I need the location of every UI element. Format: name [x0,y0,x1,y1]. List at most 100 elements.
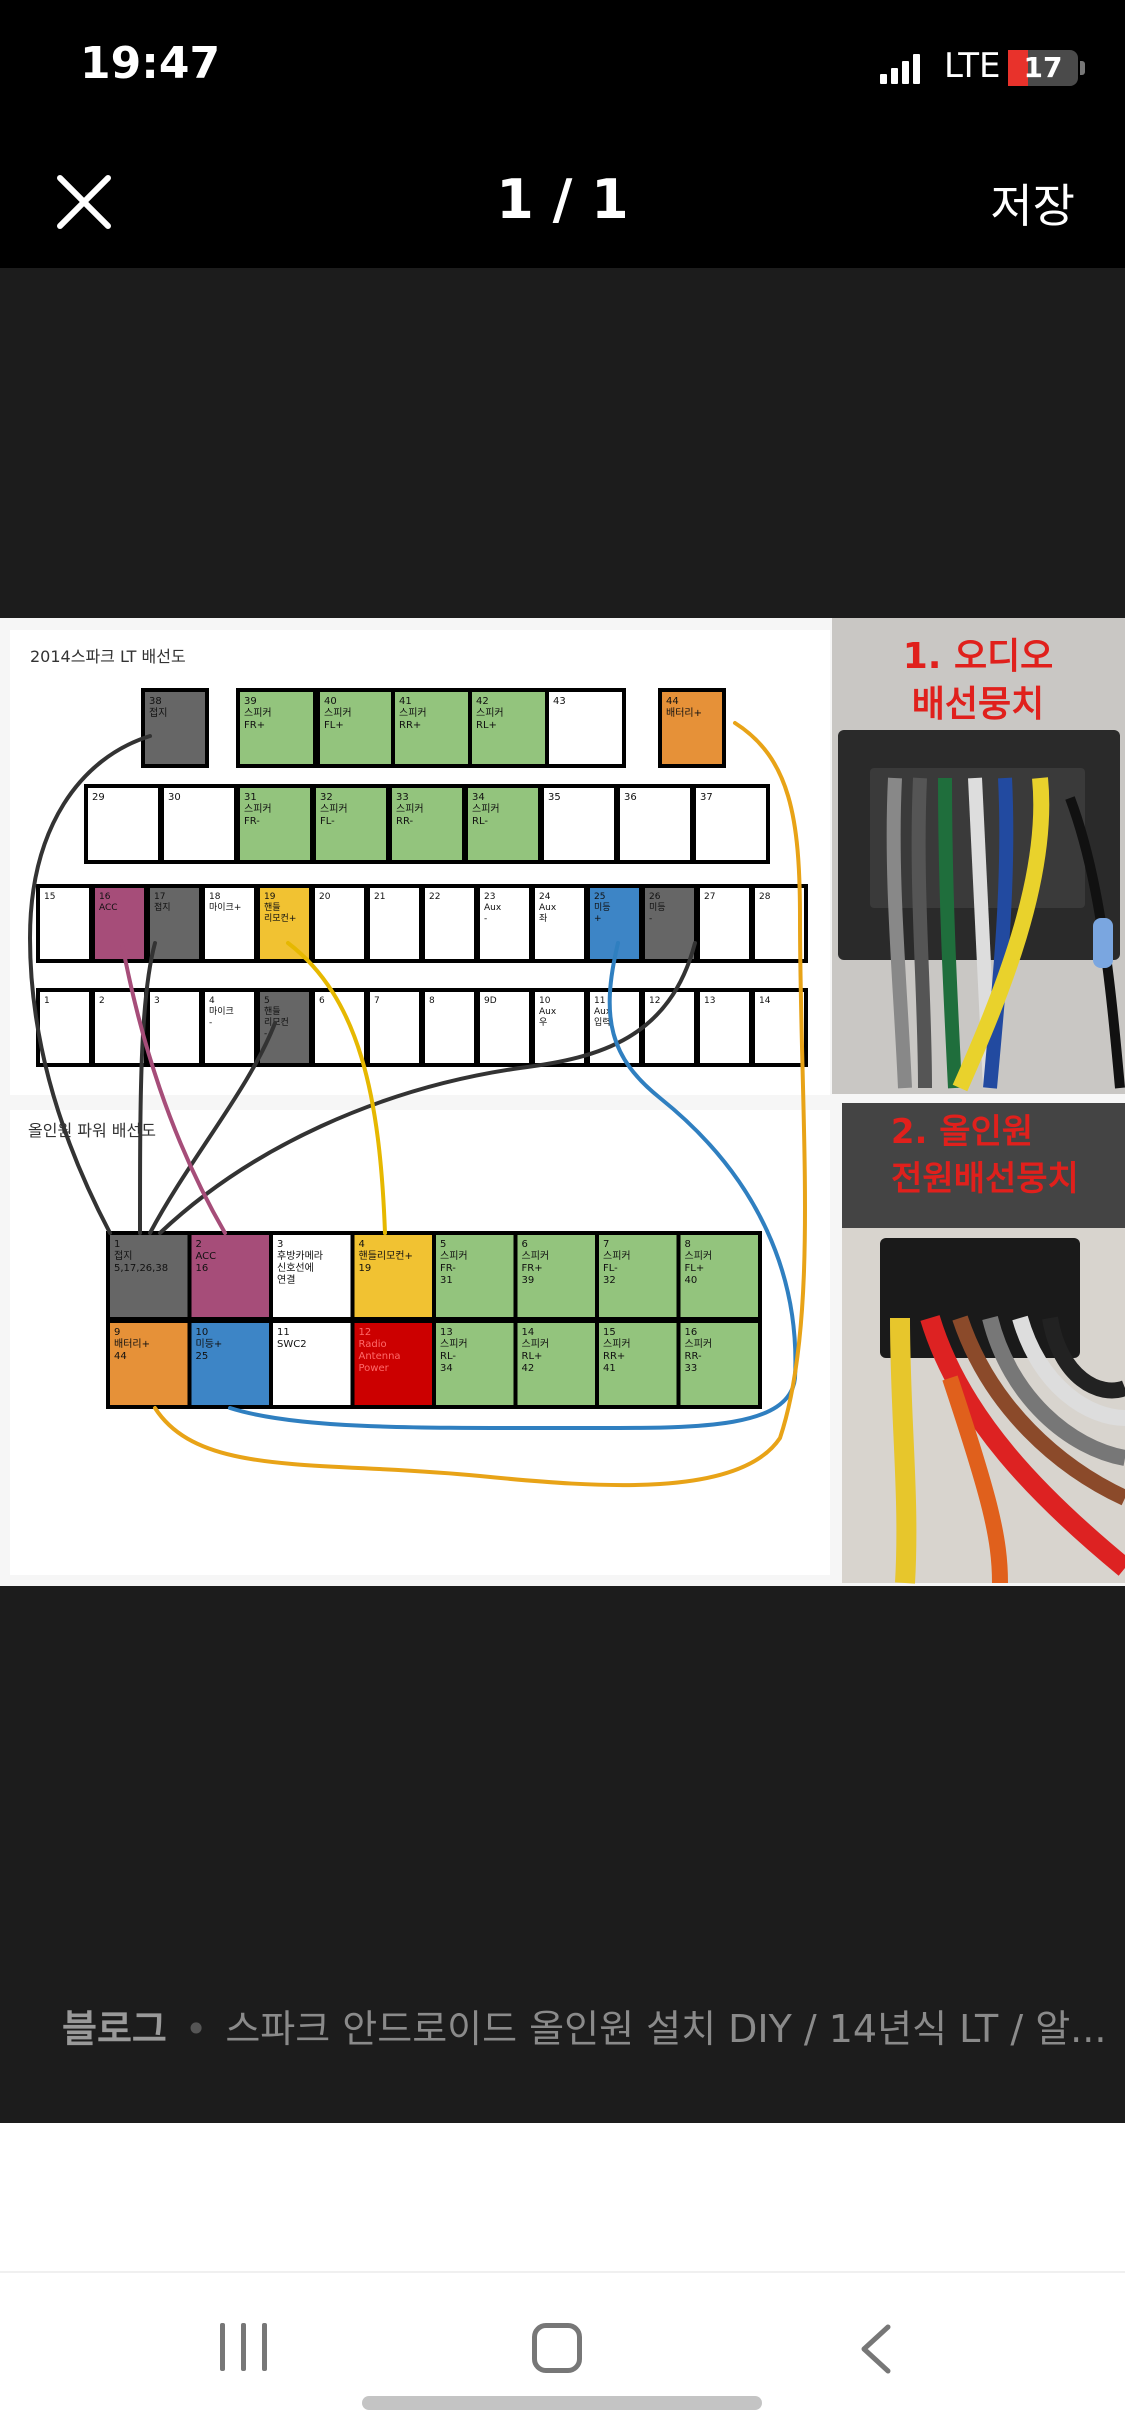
pin-number: 18 [209,892,221,902]
pin-number: 42 [476,696,489,707]
pin-label: 배터리+ [114,1338,150,1350]
battery-icon: 17 [1008,50,1078,86]
pin-15: 15 [36,884,93,963]
pin-box [256,988,313,1067]
wire-ground-17 [138,941,157,1235]
pin-label: + [594,914,602,924]
pin-number: 28 [759,892,771,902]
pin-box [616,784,694,864]
network-type: LTE [944,46,1001,86]
pin-29: 29 [84,784,162,864]
pin-box [676,1319,762,1409]
pin-20: 20 [311,884,368,963]
pin-box [160,784,238,864]
pin-box [84,784,162,864]
photo2-label-line1: 2. 올인원 [891,1112,1033,1152]
pin-box [692,784,770,864]
pin-number: 2 [99,996,105,1006]
recent-apps-icon-bar [241,2323,246,2371]
pin-number: 5 [440,1239,446,1250]
signal-icon [880,52,920,84]
pin-label: FR+ [244,720,265,731]
wiring-diagram: 2014스파크 LT 배선도 올인원 파워 배선도 1. 오디오 배선뭉치 [0,618,1125,1586]
wiring-diagram-image[interactable]: 2014스파크 LT 배선도 올인원 파워 배선도 1. 오디오 배선뭉치 [0,618,1125,1586]
pin-label: RL- [472,816,488,827]
wire-ground-26 [158,941,697,1235]
caption-title: 스파크 안드로이드 올인원 설치 DIY / 14년식 LT / 알... [225,2007,1107,2051]
pin-number: 25 [594,892,605,902]
pin-label: RR+ [399,720,421,731]
pin-number: 1 [114,1239,120,1250]
recent-apps-button[interactable] [216,2323,272,2371]
pin-box [531,988,588,1067]
pin-number: 43 [553,696,566,707]
pin-28: 28 [751,884,808,963]
pin-label: 미등 [649,902,666,913]
pin-number: 41 [399,696,412,707]
pin-label: 5,17,26,38 [114,1263,168,1274]
pin-label: 접지 [154,901,171,913]
pin-number: 32 [320,792,333,803]
pin-number: 14 [759,996,771,1006]
pin-label: FL- [320,816,335,827]
save-button[interactable]: 저장 [990,179,1075,233]
pin-label: 16 [196,1263,209,1274]
pin-label: - [649,914,652,924]
close-icon [57,175,111,229]
pin-label: 스피커 [472,803,500,815]
pin-number: 8 [429,996,435,1006]
pin-number: 20 [319,892,331,902]
pin-37: 37 [692,784,770,864]
pin-1: 1 [36,988,93,1067]
close-button[interactable] [52,170,116,234]
pin-label: 연결 [277,1274,295,1286]
pin-label: Aux [484,903,502,913]
pin-label: 스피커 [244,803,272,815]
pin-label: 스피커 [440,1338,468,1350]
pin-label: 40 [685,1275,698,1286]
image-counter: 1 / 1 [496,168,629,231]
pin-number: 33 [396,792,409,803]
photo1-label-line1: 1. 오디오 [903,636,1054,677]
pin-label: 19 [359,1263,372,1274]
pin-label: - [484,914,487,924]
pin-27: 27 [696,884,753,963]
pin-label: 스피커 [685,1250,713,1262]
pin-3: 3 [146,988,203,1067]
pin-label: Radio [359,1339,387,1350]
pin-number: 12 [649,996,660,1006]
pin-label: Aux [539,903,557,913]
pin-number: 8 [685,1239,691,1250]
image-caption[interactable]: 블로그•스파크 안드로이드 올인원 설치 DIY / 14년식 LT / 알..… [62,1998,1106,2053]
pin-box [476,988,533,1067]
pin-label: 핸들 [264,1005,281,1017]
back-icon [861,2324,891,2374]
pin-label: FL+ [685,1263,705,1274]
photo2-label-line2: 전원배선뭉치 [891,1159,1079,1199]
home-button[interactable] [532,2323,582,2373]
pin-label: 32 [603,1275,616,1286]
pin-number: 44 [666,696,679,707]
recent-apps-icon [220,2323,225,2371]
pin-label: FR- [440,1263,456,1274]
back-button[interactable] [856,2323,896,2375]
pin-box [388,784,466,864]
pin-label: 스피커 [603,1250,631,1262]
gesture-handle[interactable] [362,2396,762,2410]
